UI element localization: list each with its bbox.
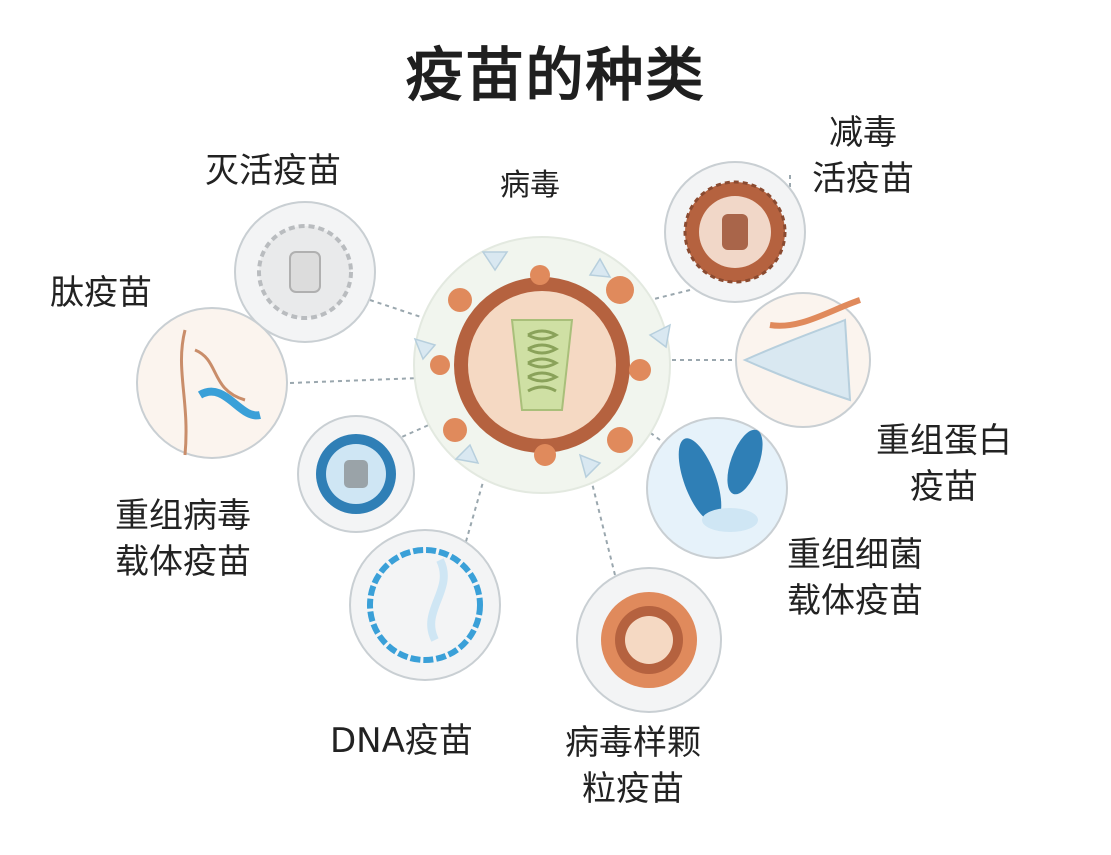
label-attenuated: 减毒 活疫苗 xyxy=(812,110,914,202)
rna-strand xyxy=(527,329,560,393)
label-peptide: 肽疫苗 xyxy=(50,270,152,316)
circle-bacterial-vector xyxy=(646,417,788,559)
label-line: 活疫苗 xyxy=(812,159,914,199)
circle-attenuated xyxy=(664,161,806,303)
label-viral-vector: 重组病毒 载体疫苗 xyxy=(115,493,251,585)
label-line: 重组病毒 xyxy=(115,496,251,536)
circle-viral-vector xyxy=(297,415,415,533)
label-line: 减毒 xyxy=(829,113,897,153)
rna-core xyxy=(510,319,574,411)
label-inactivated: 灭活疫苗 xyxy=(205,148,341,194)
circle-vlp xyxy=(576,567,722,713)
label-virus-line: 病毒 xyxy=(500,168,560,203)
label-line: DNA疫苗 xyxy=(330,721,473,761)
label-line: 粒疫苗 xyxy=(582,769,684,809)
connector-peptide xyxy=(289,377,421,384)
connector-vlp xyxy=(589,474,616,576)
spike-proteins xyxy=(413,251,672,479)
center-virus xyxy=(413,236,672,494)
connector-attenuated xyxy=(649,289,691,301)
label-dna: DNA疫苗 xyxy=(330,718,473,764)
page-title: 疫苗的种类 xyxy=(405,41,706,109)
label-line: 灭活疫苗 xyxy=(205,151,341,191)
circle-inactivated xyxy=(234,201,376,343)
circle-peptide xyxy=(136,307,288,459)
surface-proteins xyxy=(430,265,651,466)
label-line: 疫苗 xyxy=(910,467,978,507)
label-bacterial-vector: 重组细菌 载体疫苗 xyxy=(787,532,923,624)
label-vlp: 病毒样颗 粒疫苗 xyxy=(565,720,701,812)
label-virus: 病毒 xyxy=(500,163,560,209)
label-line: 载体疫苗 xyxy=(787,581,923,621)
label-recombinant-protein: 重组蛋白 疫苗 xyxy=(876,418,1012,510)
label-line: 重组蛋白 xyxy=(876,421,1012,461)
connector-inactivated xyxy=(369,299,431,321)
circle-dna xyxy=(349,529,501,681)
label-line: 肽疫苗 xyxy=(50,273,152,313)
circle-recombinant-protein xyxy=(735,292,871,428)
label-line: 载体疫苗 xyxy=(115,542,251,582)
label-line: 重组细菌 xyxy=(787,535,923,575)
label-line: 病毒样颗 xyxy=(565,723,701,763)
